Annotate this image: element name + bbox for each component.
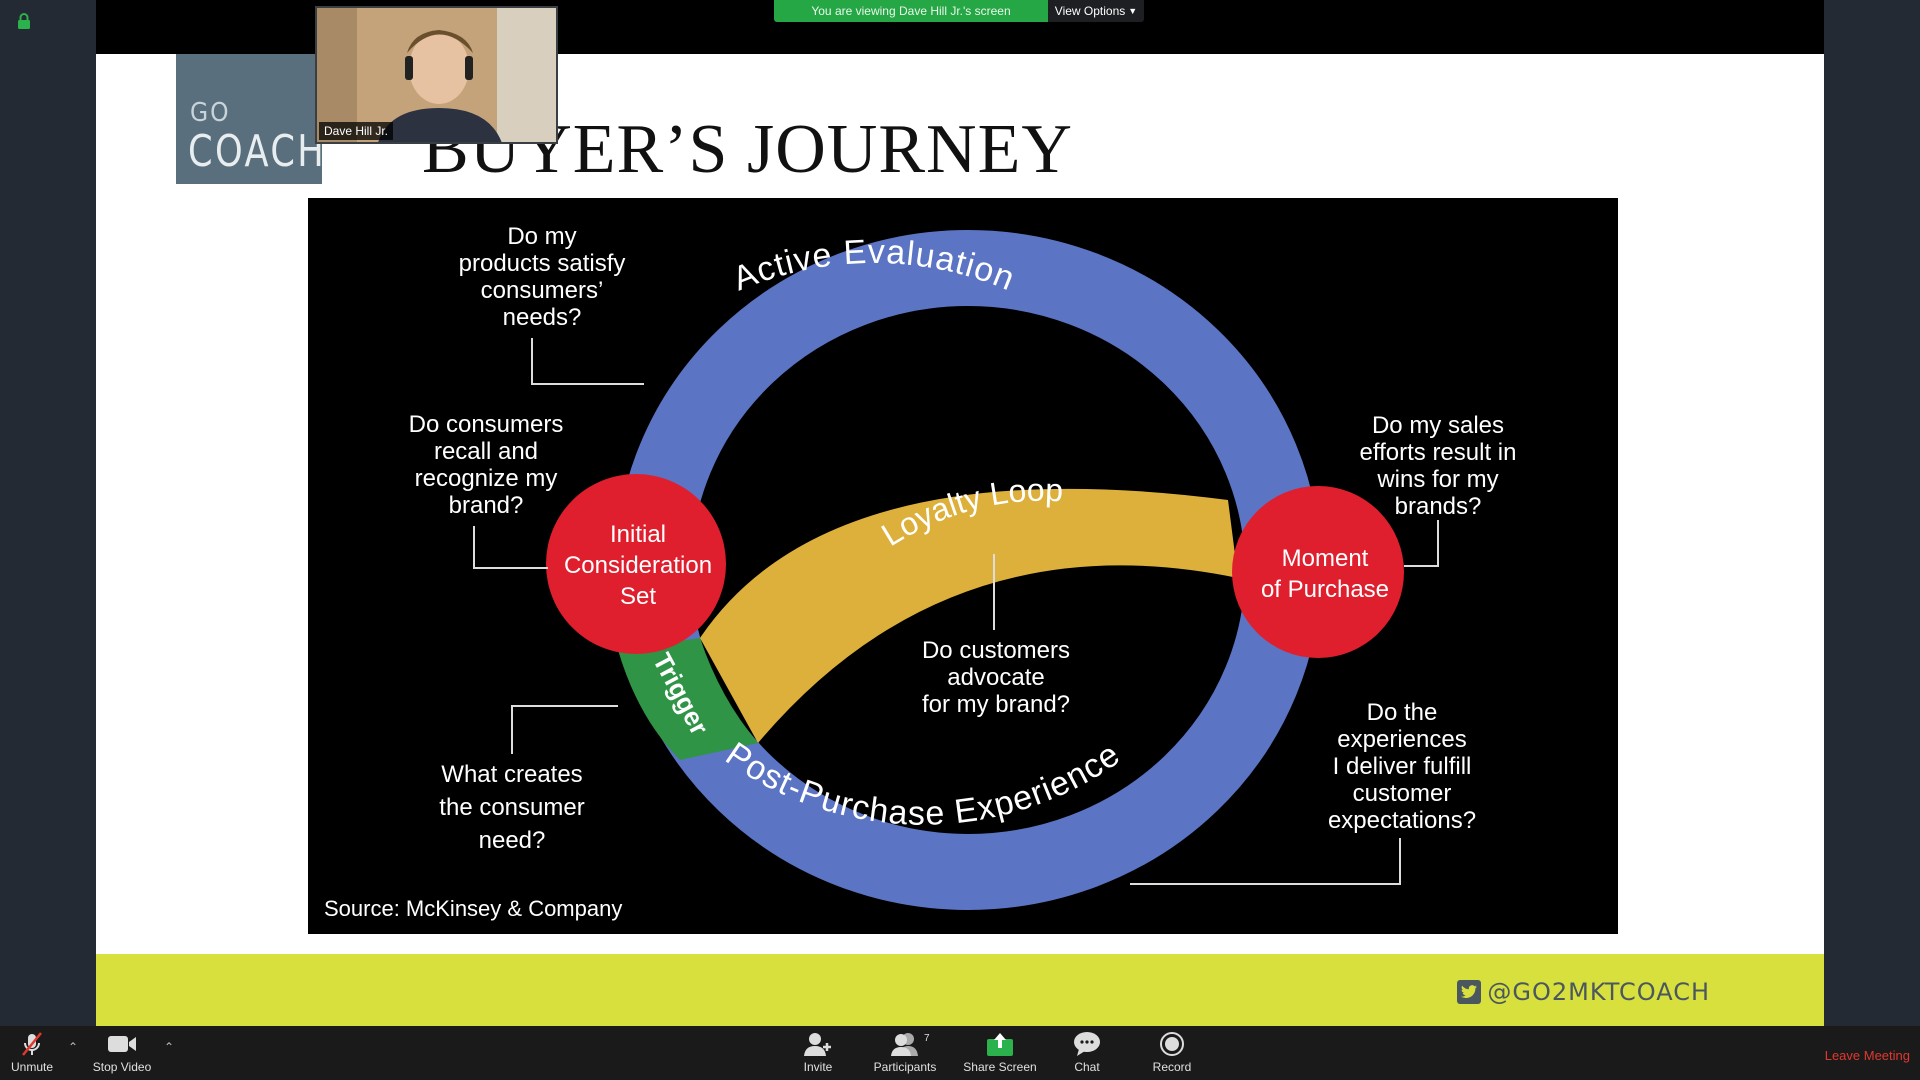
question-consumers-recall: Do consumers recall and recognize my bra…: [409, 411, 564, 519]
logo-top-text: GO: [190, 98, 231, 128]
svg-text:Consideration: Consideration: [564, 552, 712, 579]
stop-video-label: Stop Video: [92, 1060, 152, 1074]
svg-text:consumers’: consumers’: [481, 277, 604, 304]
add-user-icon: [803, 1030, 833, 1058]
participants-label: Participants: [873, 1060, 937, 1074]
view-options-button[interactable]: View Options▼: [1048, 0, 1144, 22]
svg-text:brand?: brand?: [449, 492, 524, 519]
svg-text:Do my sales: Do my sales: [1372, 412, 1504, 439]
svg-text:I deliver fulfill: I deliver fulfill: [1333, 753, 1472, 780]
stop-video-button[interactable]: Stop Video: [90, 1030, 154, 1074]
record-button[interactable]: Record: [1150, 1030, 1194, 1074]
svg-text:needs?: needs?: [503, 304, 582, 331]
twitter-handle: @GO2MKTCOACH: [1457, 978, 1710, 1006]
svg-text:efforts result in: efforts result in: [1360, 439, 1517, 466]
shared-screen: GO COACH BUYER’S JOURNEY: [96, 0, 1824, 1026]
svg-text:Do customers: Do customers: [922, 637, 1070, 664]
svg-text:advocate: advocate: [947, 664, 1044, 691]
participants-button[interactable]: Participants 7: [872, 1030, 938, 1074]
participant-video-feed: [317, 8, 556, 142]
source-citation: Source: McKinsey & Company: [324, 896, 622, 921]
svg-text:wins for my: wins for my: [1376, 466, 1498, 493]
viewing-screen-notice: You are viewing Dave Hill Jr.'s screen: [774, 0, 1048, 22]
participants-icon: [889, 1030, 921, 1058]
leave-meeting-button[interactable]: Leave Meeting: [1824, 1048, 1910, 1063]
chat-bubble-icon: [1073, 1030, 1101, 1058]
video-options-chevron-icon[interactable]: ⌃: [164, 1040, 175, 1054]
question-products-satisfy: Do my products satisfy consumers’ needs?: [459, 223, 626, 331]
loyalty-loop-band: [700, 488, 1238, 743]
logo-bottom-text: COACH: [188, 126, 327, 177]
share-screen-label: Share Screen: [963, 1060, 1037, 1074]
slide-footer-band: @GO2MKTCOACH: [96, 954, 1824, 1026]
moment-of-purchase-circle: [1232, 486, 1404, 658]
invite-label: Invite: [803, 1060, 833, 1074]
viewing-banner: You are viewing Dave Hill Jr.'s screen V…: [774, 0, 1144, 22]
svg-text:recall and: recall and: [434, 438, 538, 465]
initial-consideration-circle: [546, 474, 726, 654]
participant-name: Dave Hill Jr.: [319, 122, 394, 140]
go2mkt-coach-logo: GO COACH: [176, 54, 324, 184]
svg-text:brands?: brands?: [1395, 493, 1482, 520]
svg-text:Do the: Do the: [1367, 699, 1438, 726]
muted-microphone-icon: [19, 1030, 45, 1058]
participants-count: 7: [924, 1033, 930, 1044]
record-icon: [1159, 1030, 1185, 1058]
lock-icon[interactable]: [16, 12, 32, 30]
chat-button[interactable]: Chat: [1070, 1030, 1104, 1074]
svg-text:Set: Set: [620, 583, 656, 610]
svg-text:the consumer: the consumer: [439, 794, 584, 821]
svg-text:Initial: Initial: [610, 521, 666, 548]
question-consumer-need: What creates the consumer need?: [439, 761, 584, 854]
share-screen-icon: [986, 1030, 1014, 1058]
svg-text:Do my: Do my: [507, 223, 576, 250]
question-customers-advocate: Do customers advocate for my brand?: [922, 637, 1070, 718]
buyers-journey-diagram: Active Evaluation Post-Purchase Experien…: [308, 198, 1618, 934]
svg-text:customer: customer: [1353, 780, 1452, 807]
twitter-icon: [1457, 980, 1482, 1004]
audio-options-chevron-icon[interactable]: ⌃: [68, 1040, 79, 1054]
presentation-slide: GO COACH BUYER’S JOURNEY: [96, 54, 1824, 1026]
svg-text:Do consumers: Do consumers: [409, 411, 564, 438]
question-sales-efforts: Do my sales efforts result in wins for m…: [1360, 412, 1517, 520]
svg-text:of Purchase: of Purchase: [1261, 576, 1389, 603]
twitter-handle-text: @GO2MKTCOACH: [1487, 978, 1710, 1006]
svg-text:recognize my: recognize my: [415, 465, 558, 492]
svg-text:Moment: Moment: [1282, 545, 1369, 572]
record-label: Record: [1152, 1060, 1192, 1074]
svg-text:expectations?: expectations?: [1328, 807, 1476, 834]
chat-label: Chat: [1074, 1060, 1100, 1074]
video-camera-icon: [107, 1030, 137, 1058]
connector-lines: [473, 338, 1439, 885]
trigger-band: [618, 638, 758, 760]
question-experiences-fulfill: Do the experiences I deliver fulfill cus…: [1328, 699, 1476, 834]
svg-text:for my brand?: for my brand?: [922, 691, 1070, 718]
svg-text:products satisfy: products satisfy: [459, 250, 626, 277]
initial-consideration-label: Initial Consideration Set: [564, 521, 712, 610]
view-options-label: View Options: [1054, 4, 1126, 18]
share-screen-button[interactable]: Share Screen: [962, 1030, 1038, 1074]
unmute-button[interactable]: Unmute: [8, 1030, 56, 1074]
participant-video-thumbnail[interactable]: Dave Hill Jr.: [315, 6, 558, 144]
meeting-toolbar: Unmute ⌃ Stop Video ⌃ Invite Participant…: [0, 1026, 1920, 1080]
svg-text:need?: need?: [479, 827, 546, 854]
moment-of-purchase-label: Moment of Purchase: [1261, 545, 1389, 603]
unmute-label: Unmute: [10, 1060, 54, 1074]
invite-button[interactable]: Invite: [796, 1030, 840, 1074]
svg-text:experiences: experiences: [1337, 726, 1466, 753]
svg-text:What creates: What creates: [441, 761, 582, 788]
chevron-down-icon: ▼: [1128, 6, 1138, 16]
